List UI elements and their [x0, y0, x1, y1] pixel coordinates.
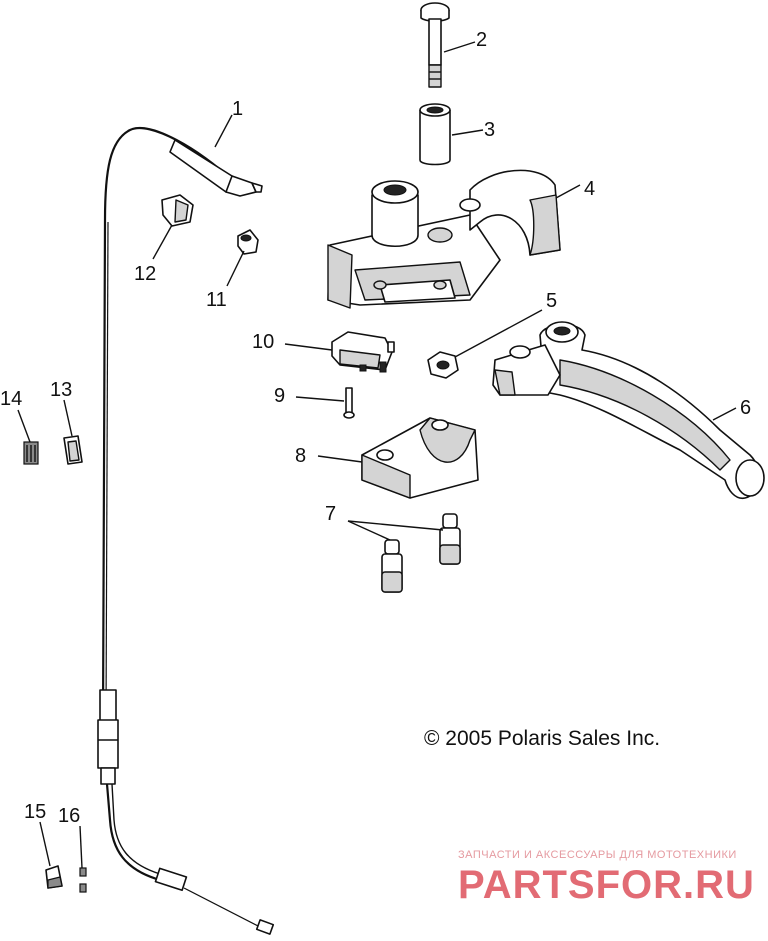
part-4-perch [327, 169, 561, 309]
part-3-sleeve [419, 103, 451, 166]
callout-5: 5 [546, 290, 557, 312]
part-5-nut [427, 351, 459, 379]
copyright-notice: © 2005 Polaris Sales Inc. [424, 727, 660, 750]
part-13-clip [63, 435, 83, 465]
callout-1: 1 [232, 98, 243, 120]
part-9-pin [343, 387, 355, 419]
watermark-tagline: ЗАПЧАСТИ И АКСЕССУАРЫ ДЛЯ МОТОТЕХНИКИ [458, 849, 737, 861]
callout-8: 8 [295, 445, 306, 467]
callout-9: 9 [274, 385, 285, 407]
callout-4: 4 [584, 178, 595, 200]
callout-16: 16 [58, 805, 80, 827]
callout-7: 7 [325, 503, 336, 525]
part-7-bolts [381, 513, 461, 593]
callout-10: 10 [252, 331, 274, 353]
part-1-cable [97, 127, 275, 935]
part-8-clamp [361, 417, 479, 499]
callout-2: 2 [476, 29, 487, 51]
part-6-lever [492, 321, 765, 500]
callout-numbers: 1 2 3 4 5 6 7 8 9 10 11 12 13 14 15 16 [0, 29, 751, 827]
callout-13: 13 [50, 379, 72, 401]
callout-15: 15 [24, 801, 46, 823]
callout-6: 6 [740, 397, 751, 419]
callout-12: 12 [134, 263, 156, 285]
callout-3: 3 [484, 119, 495, 141]
part-11-ferrule [237, 229, 259, 255]
watermark: ЗАПЧАСТИ И АКСЕССУАРЫ ДЛЯ МОТОТЕХНИКИ PA… [458, 849, 755, 907]
callout-14: 14 [0, 388, 22, 410]
leader-lines [17, 41, 737, 869]
part-12-boot [161, 194, 194, 227]
part-15-bracket [45, 865, 63, 889]
watermark-brand: PARTSFOR.RU [458, 863, 755, 907]
part-2-bolt [420, 2, 450, 88]
part-16-screws [79, 867, 87, 893]
part-10-switch [331, 331, 395, 373]
callout-11: 11 [206, 289, 227, 311]
part-14-clip [23, 441, 39, 465]
